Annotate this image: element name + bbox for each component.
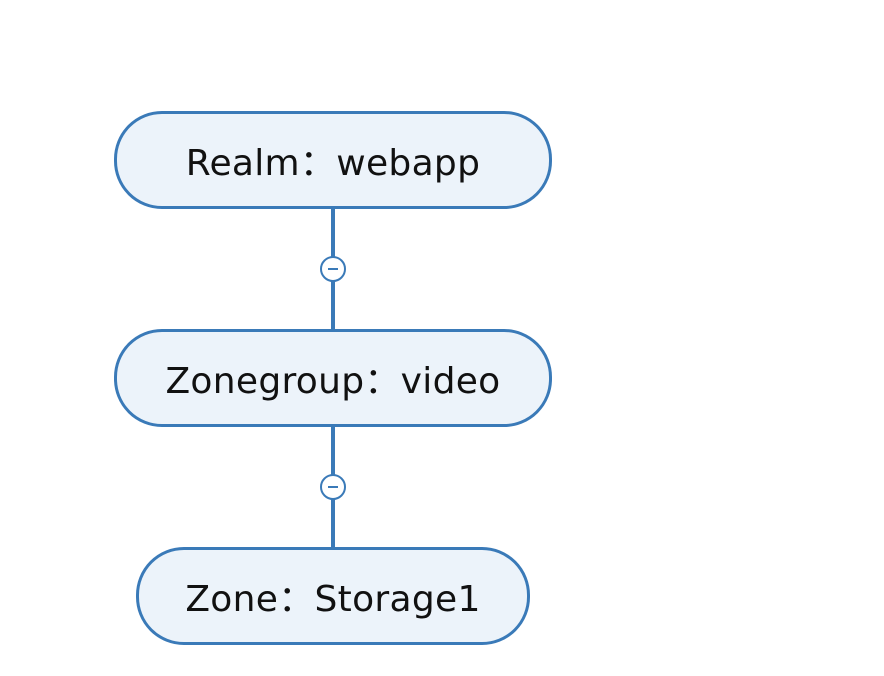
collapse-zonegroup-button[interactable] — [320, 474, 346, 500]
collapse-realm-button[interactable] — [320, 256, 346, 282]
minus-circle-icon — [328, 486, 338, 488]
node-realm[interactable]: Realm：webapp — [114, 111, 552, 209]
node-zone[interactable]: Zone：Storage1 — [136, 547, 530, 645]
minus-circle-icon — [328, 268, 338, 270]
node-zonegroup[interactable]: Zonegroup：video — [114, 329, 552, 427]
